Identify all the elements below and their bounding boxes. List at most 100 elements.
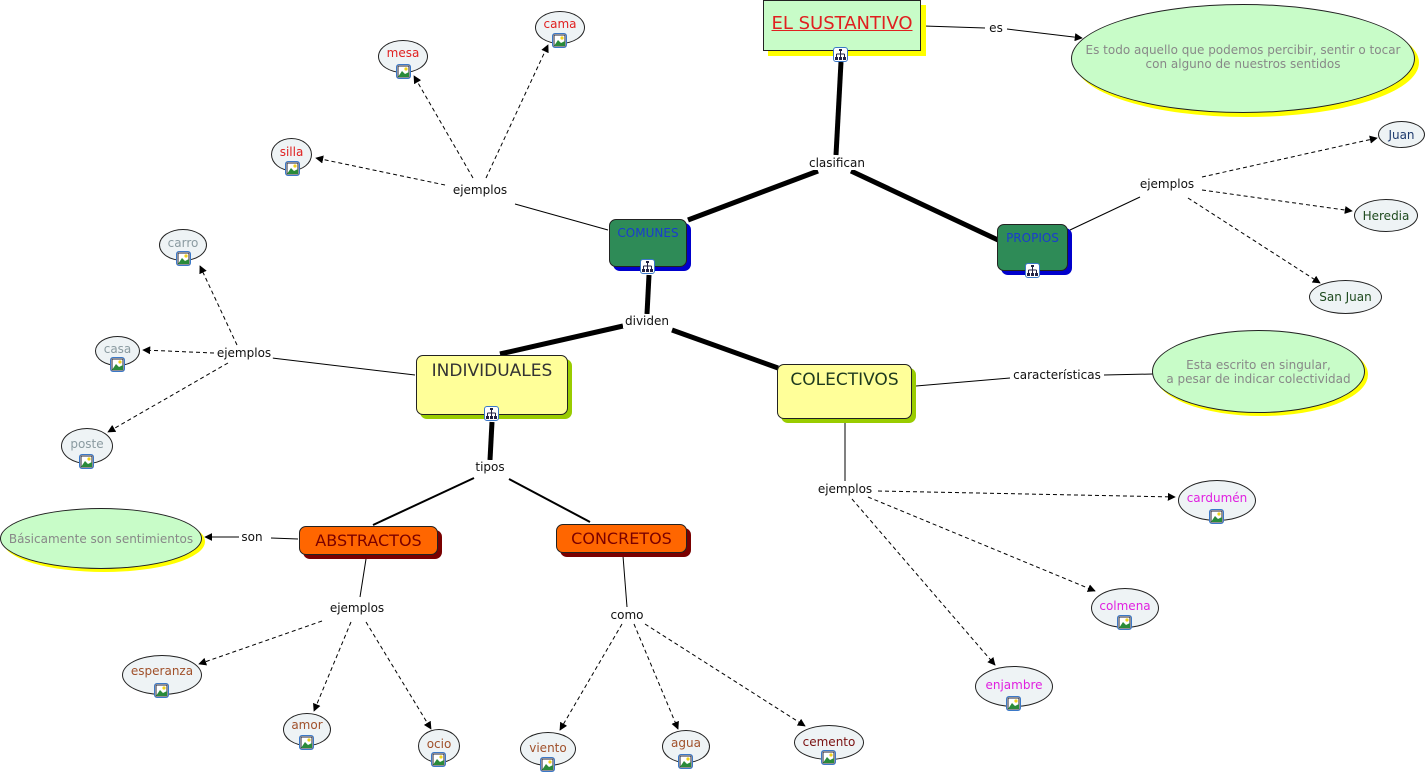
- image-icon[interactable]: [299, 735, 314, 750]
- example-juan[interactable]: Juan: [1378, 121, 1425, 148]
- submap-icon[interactable]: [484, 406, 499, 421]
- example-label: cama: [543, 17, 577, 31]
- link-phrase-es[interactable]: es: [987, 21, 1005, 35]
- link-sustantivo-clasifican: [833, 61, 844, 156]
- link-colectivos-caracteristicas: [915, 377, 1011, 387]
- concept-colectivos-label: COLECTIVOS: [790, 370, 899, 390]
- example-sanjuan[interactable]: San Juan: [1309, 280, 1382, 314]
- link-concretos-como: [622, 555, 628, 608]
- arrow-to-heredia: [1201, 189, 1353, 214]
- example-label: colmena: [1099, 599, 1151, 613]
- concept-propios-label: PROPIOS: [1006, 231, 1059, 245]
- link-comunes-dividen: [644, 274, 652, 315]
- example-label: San Juan: [1319, 290, 1372, 304]
- example-label: carro: [167, 236, 199, 250]
- arrow-to-mesa: [413, 75, 474, 179]
- concept-abstractos[interactable]: ABSTRACTOS: [299, 526, 438, 555]
- colectivos-desc-line2: a pesar de indicar colectividad: [1166, 372, 1351, 386]
- link-phrase-como[interactable]: como: [608, 608, 646, 622]
- arrow-to-viento: [559, 623, 623, 731]
- example-heredia[interactable]: Heredia: [1354, 199, 1418, 232]
- link-abstractos-ejemplos: [359, 558, 367, 598]
- arrow-to-ocio: [365, 621, 432, 730]
- image-icon[interactable]: [1006, 696, 1021, 711]
- definicion-line2: con alguno de nuestros sentidos: [1145, 57, 1341, 71]
- submap-icon[interactable]: [640, 259, 655, 274]
- image-icon[interactable]: [821, 750, 836, 765]
- example-casa[interactable]: casa: [95, 336, 140, 366]
- arrow-to-colmena: [867, 496, 1096, 592]
- link-phrase-ejemplos-individuales[interactable]: ejemplos: [214, 346, 274, 360]
- link-phrase-son[interactable]: son: [239, 530, 265, 544]
- link-phrase-caracteristicas[interactable]: características: [1011, 368, 1103, 382]
- link-tipos-abstractos: [372, 477, 475, 526]
- link-phrase-ejemplos-abstractos[interactable]: ejemplos: [327, 601, 387, 615]
- arrow-to-sanjuan: [1187, 197, 1321, 284]
- image-icon[interactable]: [678, 754, 693, 769]
- example-label: casa: [103, 342, 132, 356]
- submap-icon[interactable]: [833, 47, 848, 62]
- arrow-to-amor: [313, 621, 352, 712]
- concept-colectivos[interactable]: COLECTIVOS: [777, 364, 912, 419]
- example-label: cemento: [802, 735, 856, 749]
- concept-sustantivo-label: EL SUSTANTIVO: [771, 13, 913, 34]
- concept-definicion[interactable]: Es todo aquello que podemos percibir, se…: [1071, 4, 1415, 113]
- image-icon[interactable]: [431, 752, 446, 767]
- colectivos-desc-line1: Esta escrito en singular,: [1186, 358, 1331, 372]
- link-phrase-tipos[interactable]: tipos: [473, 460, 507, 474]
- link-tipos-concretos: [508, 478, 591, 523]
- link-propios-ejemplos: [1069, 196, 1141, 231]
- image-icon[interactable]: [285, 161, 300, 176]
- arrow-to-cama: [485, 44, 549, 179]
- arrow-to-casa: [142, 346, 215, 355]
- link-clasifican-propios: [849, 168, 1000, 243]
- arrow-to-carro: [199, 265, 238, 346]
- concept-abstractos-desc[interactable]: Básicamente son sentimientos: [0, 508, 202, 569]
- link-phrase-clasifican[interactable]: clasifican: [807, 156, 867, 170]
- link-phrase-ejemplos-colectivos[interactable]: ejemplos: [815, 482, 875, 496]
- link-es-definicion: [1006, 28, 1083, 42]
- concept-concretos[interactable]: CONCRETOS: [556, 524, 687, 553]
- image-icon[interactable]: [79, 454, 94, 469]
- arrow-to-juan: [1201, 135, 1378, 178]
- image-icon[interactable]: [540, 757, 555, 772]
- example-label: enjambre: [985, 678, 1043, 692]
- link-individuales-ejemplos: [271, 357, 416, 376]
- example-label: amor: [291, 718, 323, 732]
- arrow-to-poste: [107, 362, 229, 433]
- arrow-to-enjambre: [851, 498, 996, 666]
- image-icon[interactable]: [552, 33, 567, 48]
- concept-individuales[interactable]: INDIVIDUALES: [416, 355, 568, 415]
- example-agua[interactable]: agua: [662, 730, 710, 763]
- example-label: cardumén: [1186, 491, 1248, 505]
- definicion-line1: Es todo aquello que podemos percibir, se…: [1085, 43, 1401, 57]
- arrow-to-agua: [633, 623, 679, 730]
- image-icon[interactable]: [396, 64, 411, 79]
- concept-colectivos-desc[interactable]: Esta escrito en singular, a pesar de ind…: [1152, 330, 1365, 413]
- example-label: ocio: [426, 737, 452, 751]
- submap-icon[interactable]: [1025, 263, 1040, 278]
- example-label: agua: [671, 736, 701, 750]
- arrow-to-esperanza: [198, 620, 323, 666]
- concept-sustantivo[interactable]: EL SUSTANTIVO: [763, 0, 921, 51]
- link-phrase-ejemplos-comunes[interactable]: ejemplos: [450, 183, 510, 197]
- link-abstractos-son: [270, 537, 299, 540]
- concept-comunes[interactable]: COMUNES: [609, 219, 687, 267]
- link-comunes-ejemplos: [514, 203, 609, 231]
- image-icon[interactable]: [1209, 509, 1224, 524]
- link-phrase-ejemplos-propios[interactable]: ejemplos: [1137, 177, 1197, 191]
- image-icon[interactable]: [1117, 615, 1132, 630]
- arrow-to-silla: [315, 155, 446, 186]
- concept-abstractos-label: ABSTRACTOS: [315, 531, 422, 550]
- example-label: Heredia: [1362, 209, 1410, 223]
- example-cemento[interactable]: cemento: [794, 725, 864, 760]
- image-icon[interactable]: [110, 357, 125, 372]
- example-label: poste: [70, 437, 104, 451]
- image-icon[interactable]: [176, 251, 191, 266]
- link-dividen-colectivos: [671, 327, 779, 371]
- example-colmena[interactable]: colmena: [1091, 588, 1159, 628]
- example-label: esperanza: [130, 664, 194, 678]
- image-icon[interactable]: [154, 683, 169, 698]
- link-phrase-dividen[interactable]: dividen: [623, 314, 671, 328]
